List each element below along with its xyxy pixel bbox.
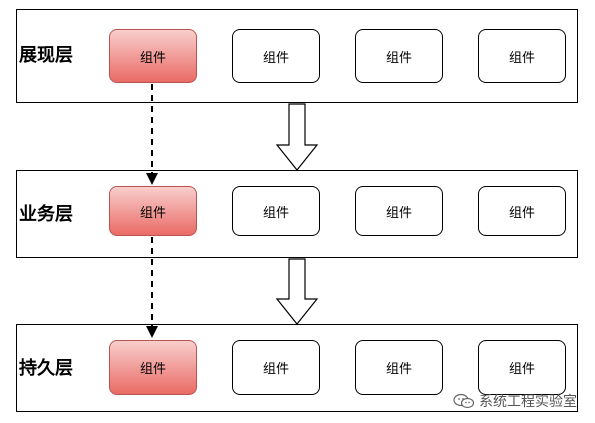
arrowhead-icon: [146, 326, 158, 338]
component-box: 组件: [109, 29, 197, 83]
component-box: 组件: [109, 186, 197, 236]
layer-label-business: 业务层: [19, 204, 73, 225]
layer-label-presentation: 展现层: [19, 45, 73, 66]
component-box: 组件: [232, 29, 320, 83]
component-box: 组件: [232, 186, 320, 236]
wechat-icon: [453, 393, 475, 409]
component-box: 组件: [232, 340, 320, 395]
watermark-text: 系统工程实验室: [479, 394, 577, 410]
hollow-down-arrow-icon: [275, 103, 319, 171]
component-box: 组件: [478, 29, 566, 83]
hollow-down-arrow-icon: [275, 258, 319, 325]
component-box: 组件: [355, 186, 443, 236]
component-box: 组件: [478, 186, 566, 236]
component-box: 组件: [478, 340, 566, 395]
watermark: 系统工程实验室: [453, 391, 577, 411]
component-box: 组件: [355, 340, 443, 395]
layer-label-persistence: 持久层: [19, 358, 73, 379]
component-box: 组件: [355, 29, 443, 83]
component-box: 组件: [109, 340, 197, 395]
arrowhead-icon: [146, 173, 158, 185]
